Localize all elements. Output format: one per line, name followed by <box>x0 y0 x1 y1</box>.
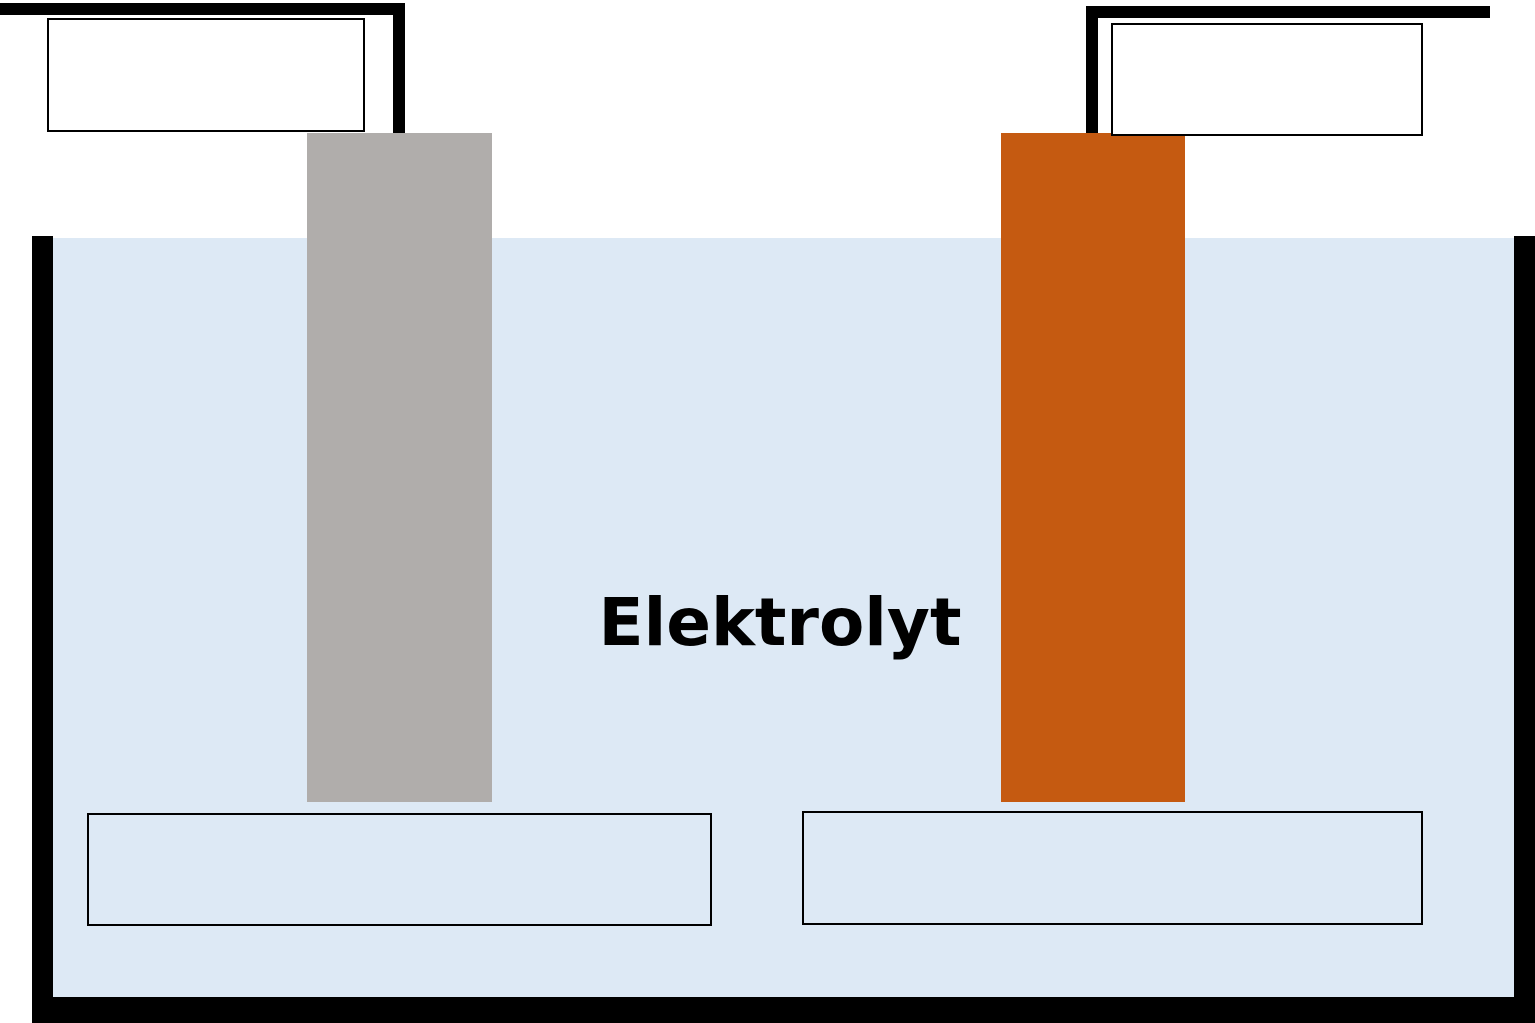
wire-right-horizontal <box>1086 6 1490 18</box>
container-wall-right <box>1514 236 1535 1023</box>
wire-left-vertical <box>393 3 405 134</box>
container-wall-bottom <box>32 997 1535 1023</box>
electrode-left <box>307 133 492 802</box>
container-wall-left <box>32 236 53 1023</box>
label-box-top-left[interactable] <box>47 18 365 132</box>
electrode-right <box>1001 133 1185 802</box>
electrolyte-label: Elektrolyt <box>598 584 962 661</box>
wire-left-horizontal <box>0 3 405 15</box>
wire-right-vertical <box>1086 6 1098 134</box>
label-box-bottom-left[interactable] <box>87 813 712 926</box>
label-box-top-right[interactable] <box>1111 23 1423 136</box>
label-box-bottom-right[interactable] <box>802 811 1423 925</box>
